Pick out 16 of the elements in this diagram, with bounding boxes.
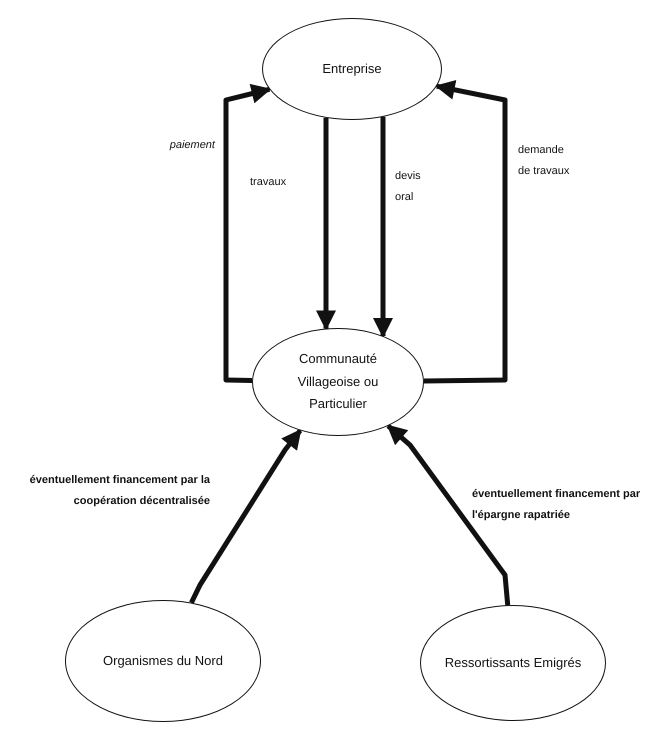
arrow (424, 80, 508, 384)
arrow (373, 116, 393, 338)
node-label: Ressortissants Emigrés (444, 654, 582, 672)
arrow (224, 84, 272, 383)
edge-label: paiement (168, 138, 215, 153)
arrow (189, 428, 302, 604)
node-label: Communauté Villageoise ou Particulier (296, 350, 380, 414)
arrow (386, 424, 510, 606)
node-label: Organismes du Nord (102, 652, 224, 670)
edge-label: travaux (250, 175, 288, 190)
node-label: Entreprise (321, 60, 383, 78)
edge-label: éventuellement financement par la coopération décentralisée (28, 473, 210, 509)
edge-label: devis oral (395, 169, 422, 205)
arrow (316, 118, 336, 331)
edge-label: éventuellement financement par l'épargne rapatriée (472, 487, 642, 523)
edge-label: demande de travaux (518, 143, 570, 179)
